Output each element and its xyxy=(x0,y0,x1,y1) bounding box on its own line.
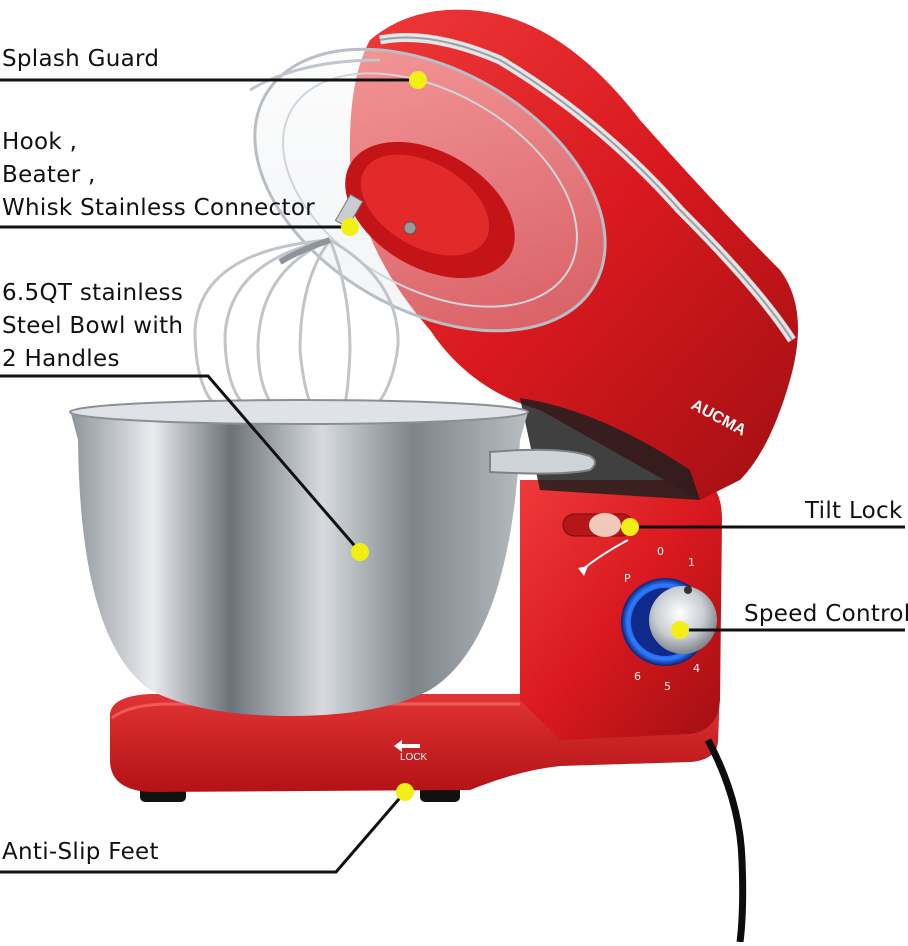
dial-number: 1 xyxy=(688,556,695,569)
marker-dot xyxy=(671,621,689,639)
label-connector-line-3: Whisk Stainless Connector xyxy=(2,195,315,221)
marker-dot xyxy=(621,518,639,536)
dial-number: 6 xyxy=(634,670,641,683)
lock-label: LOCK xyxy=(400,752,428,763)
markers xyxy=(341,71,689,801)
leader-lines xyxy=(0,78,905,874)
label-bowl-line-3: 2 Handles xyxy=(2,346,120,372)
label-connector-line-1: Hook , xyxy=(2,129,78,155)
marker-dot xyxy=(351,543,369,561)
whisk-part xyxy=(193,237,400,422)
marker-dot xyxy=(409,71,427,89)
bowl-handle xyxy=(489,448,596,475)
dial-number: P xyxy=(624,572,631,585)
label-bowl-line-2: Steel Bowl with xyxy=(2,313,184,339)
label-tilt-lock: Tilt Lock xyxy=(805,498,903,524)
label-connector-line-2: Beater , xyxy=(2,162,96,188)
connector-hub xyxy=(334,141,515,279)
marker-dot xyxy=(396,783,414,801)
speed-dial: 0 1 P 4 5 6 xyxy=(621,545,717,693)
label-bowl-line-1: 6.5QT stainless xyxy=(2,280,184,306)
marker-dot xyxy=(341,218,359,236)
mixer-column xyxy=(520,480,722,740)
dial-number: 5 xyxy=(664,680,671,693)
lock-marking: LOCK xyxy=(394,740,428,763)
leader-line-anti-slip-feet xyxy=(0,791,407,874)
leader-line-bowl xyxy=(0,374,362,553)
dial-number: 4 xyxy=(693,662,700,675)
dial-number: 0 xyxy=(657,545,664,558)
label-speed-control: Speed Control xyxy=(744,601,908,627)
bowl-part xyxy=(69,399,596,716)
label-anti-slip-feet: Anti-Slip Feet xyxy=(2,839,159,865)
power-cord xyxy=(704,738,747,943)
label-splash-guard: Splash Guard xyxy=(2,46,160,72)
